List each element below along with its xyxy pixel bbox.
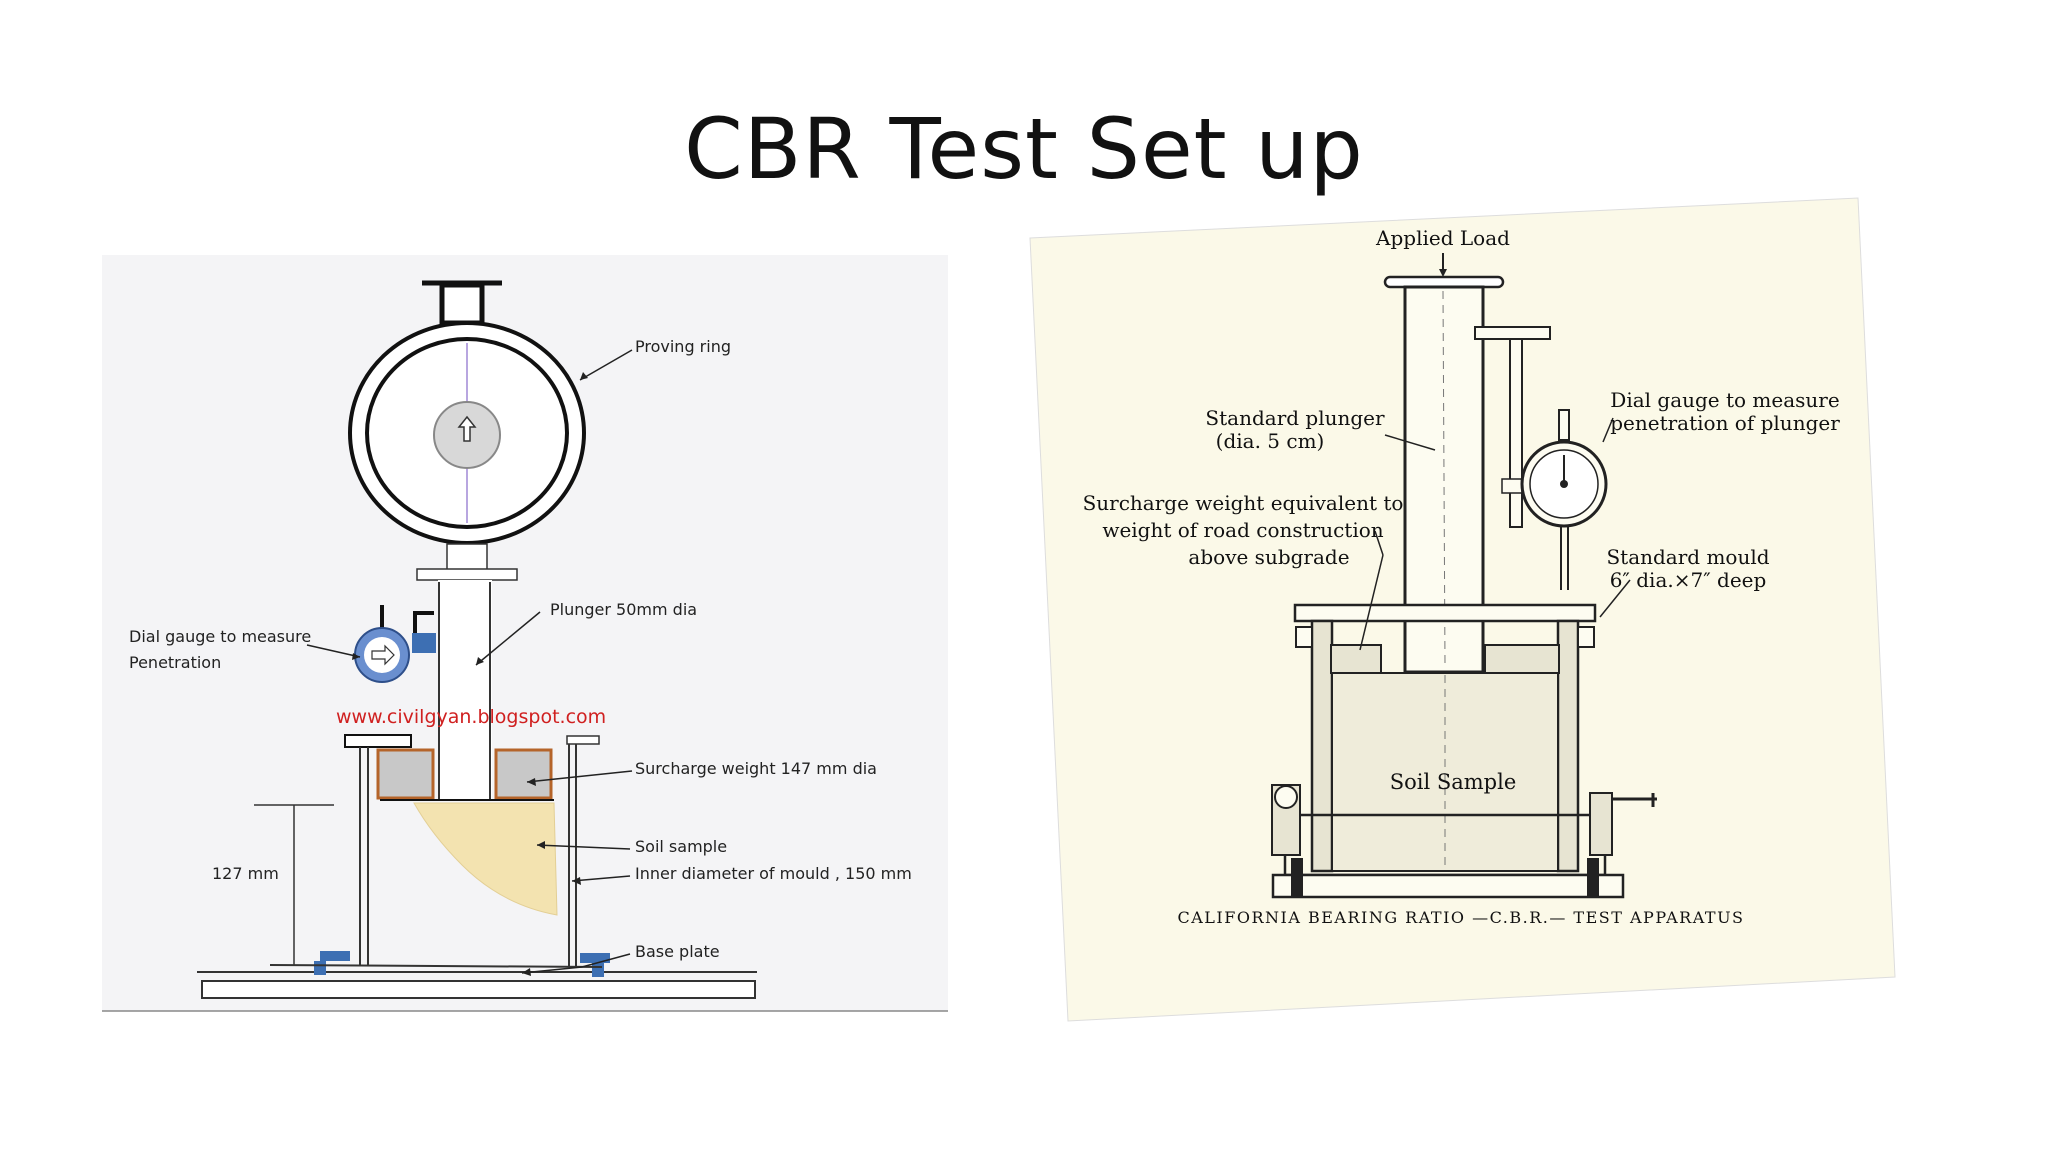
plunger	[438, 580, 492, 800]
label-plunger-line1: Standard plunger	[1205, 406, 1385, 430]
left-cbr-diagram: Proving ring Plunger 50mm dia Dial gauge…	[102, 255, 948, 1012]
up-arrow-icon	[457, 415, 477, 442]
label-dial-gauge-line1: Dial gauge to measure	[129, 627, 311, 646]
label-mould-line2: 6″ dia.×7″ deep	[1610, 568, 1767, 592]
label-plunger-line2: (dia. 5 cm)	[1216, 429, 1325, 453]
right-arrow-icon	[371, 644, 395, 666]
right-cbr-diagram: Applied Load Standard plunger (dia. 5 cm…	[1029, 197, 1896, 1022]
label-surcharge-line3: above subgrade	[1188, 545, 1349, 569]
dial-gauge	[354, 605, 436, 683]
label-dial-line1: Dial gauge to measure	[1610, 388, 1839, 412]
standard-mould	[1271, 603, 1657, 899]
caption: CALIFORNIA BEARING RATIO —C.B.R.— TEST A…	[1177, 908, 1744, 927]
label-mould-line1: Standard mould	[1606, 545, 1769, 569]
label-plunger: Plunger 50mm dia	[550, 600, 697, 619]
label-surcharge-line2: weight of road construction	[1102, 518, 1383, 542]
label-dial-gauge-line2: Penetration	[129, 653, 221, 672]
surcharge-weight-right	[494, 748, 553, 800]
surcharge-weight-left	[376, 748, 435, 800]
label-proving-ring: Proving ring	[635, 337, 731, 356]
soil-sample	[413, 802, 558, 916]
label-soil-sample: Soil Sample	[1390, 770, 1517, 794]
label-dial-line2: penetration of plunger	[1610, 411, 1840, 435]
label-surcharge-line1: Surcharge weight equivalent to	[1083, 491, 1404, 515]
watermark: www.civilgyan.blogspot.com	[336, 706, 606, 728]
label-soil-sample: Soil sample	[635, 837, 727, 856]
label-base-plate: Base plate	[635, 942, 720, 961]
label-surcharge: Surcharge weight 147 mm dia	[635, 759, 877, 778]
proving-ring	[348, 280, 586, 545]
label-height: 127 mm	[212, 864, 279, 883]
base-plate	[201, 980, 756, 999]
label-inner-diameter: Inner diameter of mould , 150 mm	[635, 864, 912, 883]
label-applied-load: Applied Load	[1375, 226, 1510, 250]
slide-title: CBR Test Set up	[684, 100, 1364, 198]
